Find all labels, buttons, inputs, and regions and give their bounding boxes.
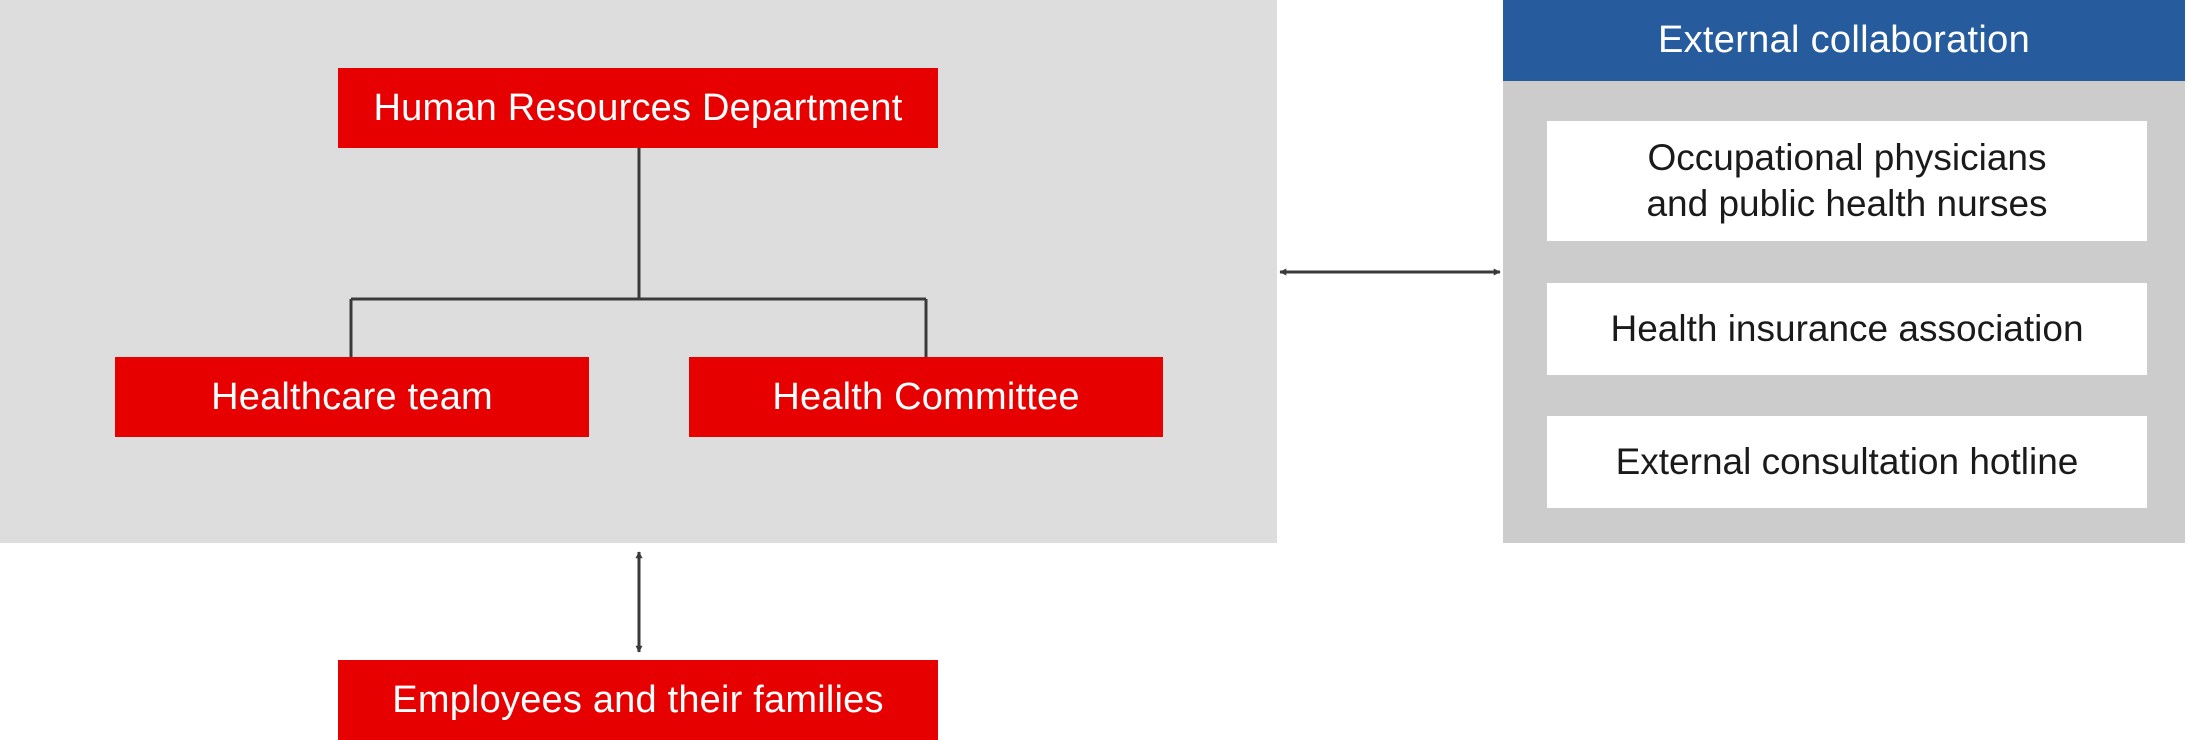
external-item-insurance: Health insurance association [1547,283,2147,375]
external-item-physicians: Occupational physicians and public healt… [1547,121,2147,241]
external-collaboration-header: External collaboration [1503,0,2185,81]
health-committee-box: Health Committee [689,357,1163,437]
employees-box: Employees and their families [338,660,938,740]
healthcare-team-box: Healthcare team [115,357,589,437]
external-panel: External collaboration Occupational phys… [1503,0,2185,543]
hr-department-box: Human Resources Department [338,68,938,148]
external-item-hotline: External consultation hotline [1547,416,2147,508]
